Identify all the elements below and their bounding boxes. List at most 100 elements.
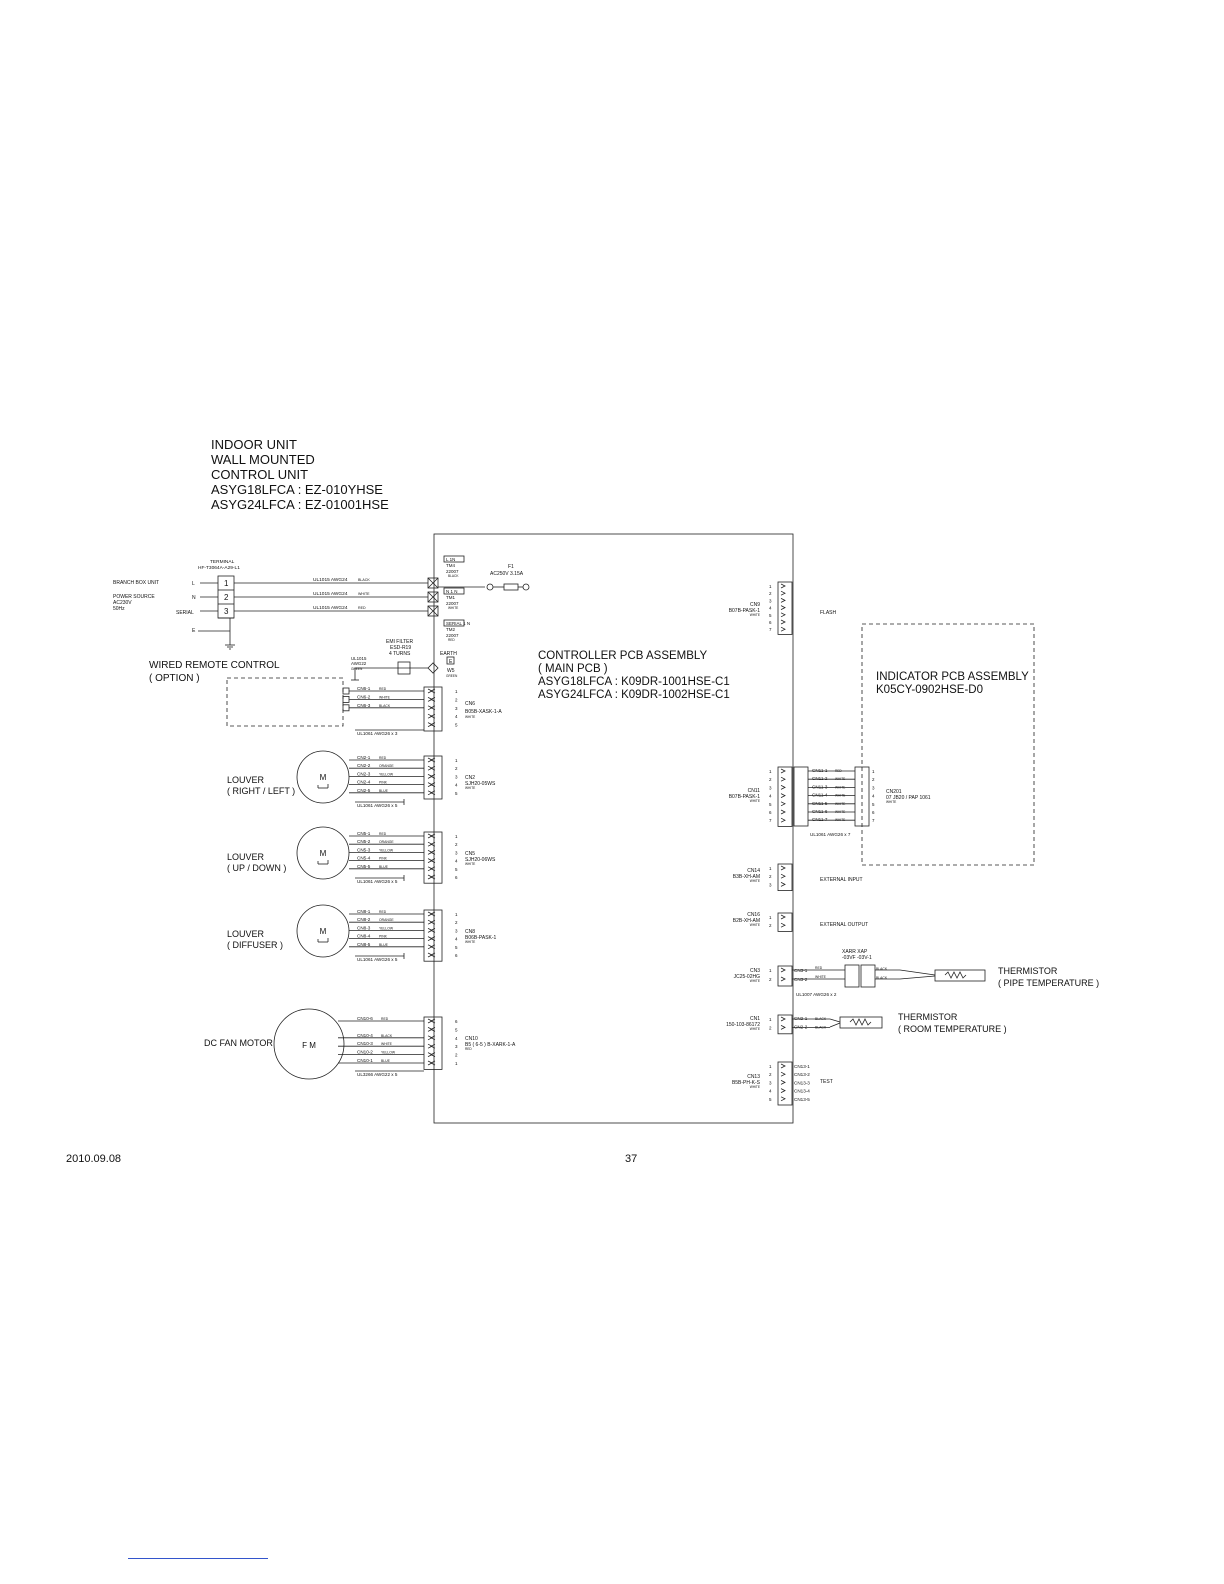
cn13-wire-label: CN13-1 — [794, 1064, 810, 1069]
louver-cn-pin-number: 3 — [455, 928, 458, 933]
terminal-letter-l: L — [192, 581, 195, 587]
cn11-wire-color: RED — [835, 769, 842, 773]
thermistor-symbol — [944, 971, 967, 979]
cn6-color: WHITE — [465, 715, 475, 719]
cn14-pin — [780, 882, 786, 887]
cn3-plug-type: XARR XAP — [842, 949, 868, 955]
louver-wire-color: ORANGE — [379, 918, 394, 922]
tm-name: L 1N — [446, 557, 455, 562]
cn16-pin-number: 1 — [769, 915, 772, 920]
cn201-pin-number: 4 — [872, 794, 875, 799]
louver-cn-pin — [430, 866, 436, 872]
louver-wire-color: PINK — [379, 935, 388, 939]
tm-cross — [427, 591, 439, 603]
cn13-wire-label: CN13-4 — [794, 1089, 810, 1094]
louver-cn-pin-number: 5 — [455, 867, 458, 872]
cn11-wire-color: WHITE — [835, 810, 845, 814]
louver-cn-name: CN5 — [465, 851, 475, 857]
tm-part: 22007 — [446, 601, 459, 606]
louver-wire-label: CN8-3 — [357, 925, 371, 930]
tm-name: SERIAL 1 N — [446, 621, 470, 626]
cn11-wire-color: WHITE — [835, 777, 845, 781]
cn1-color: WHITE — [750, 1027, 760, 1031]
cn10-pin — [430, 1043, 436, 1049]
cn1-wire — [829, 1022, 841, 1028]
cn6-pin — [427, 705, 433, 711]
cn9-flash: FLASH — [820, 610, 837, 616]
cn10-pin — [427, 1052, 433, 1057]
cn16-name: CN16 — [747, 912, 760, 918]
cn13-pin-number: 5 — [769, 1097, 772, 1102]
louver-cn-pin — [427, 928, 433, 933]
title-line: ASYG18LFCA : EZ-010YHSE — [211, 482, 383, 497]
cn16-housing — [777, 912, 793, 932]
louver-wire-label: CN8-2 — [357, 917, 371, 922]
louver-cn-pin-number: 1 — [455, 912, 458, 917]
cn11-pin-number: 6 — [769, 810, 772, 815]
cn13-color: WHITE — [750, 1085, 760, 1089]
cn1-housing — [777, 1014, 793, 1035]
cn10-pin — [430, 1018, 436, 1024]
cn3-cable-label: UL1007 AWG26 x 2 — [796, 992, 837, 997]
cn11-socket — [793, 766, 809, 827]
cn10-part: B5 ( 6-5 ) B-XARK-1-A — [465, 1042, 516, 1048]
earth-wire-type: UL1015 — [351, 656, 367, 661]
indicator-pcb-label: INDICATOR PCB ASSEMBLY K05CY-0902HSE-D0 — [876, 671, 1029, 696]
louver-cn-pin — [430, 858, 436, 863]
tm-label-box — [443, 555, 465, 563]
cn13-wire-label: CN13-5 — [794, 1097, 810, 1102]
cn13-pin-number: 3 — [769, 1080, 772, 1085]
louver-wire-label: CN8-5 — [357, 942, 371, 947]
louver-cn-pin — [427, 944, 433, 950]
earth-wire-color: GREEN — [351, 667, 363, 671]
fuse-terminal — [522, 583, 530, 591]
terminal-number: 2 — [224, 593, 229, 602]
louver-wire-label: CN2-1 — [357, 755, 371, 760]
cn13-pin — [780, 1080, 786, 1085]
tm-id: TM2 — [446, 627, 455, 632]
cn9-pin — [780, 583, 786, 589]
louver-wire-label: CN5-2 — [357, 839, 371, 844]
cn6-pin — [427, 697, 433, 702]
louver-cn-pin — [430, 833, 436, 839]
cn10-pin-number: 6 — [455, 1019, 458, 1024]
louver-cn-housing — [423, 755, 443, 800]
cn9-pin-number: 3 — [769, 598, 772, 603]
louver-cn-pin — [430, 919, 436, 925]
cn9-pin — [780, 612, 786, 618]
cn11-pin-number: 1 — [769, 769, 772, 774]
earth-label: EARTH — [440, 651, 457, 657]
cn14-pin — [780, 873, 786, 879]
cn6-name: CN6 — [465, 701, 475, 707]
louver-wire-color: BLUE — [379, 789, 389, 793]
cn16-pin-number: 2 — [769, 923, 772, 928]
louver-cn-pin — [430, 765, 436, 771]
louver-cn-pin-number: 4 — [455, 937, 458, 942]
louver-ud-label: LOUVER( UP / DOWN ) — [227, 852, 287, 873]
cn11-pin — [780, 801, 786, 807]
louver-wire-label: CN8-1 — [357, 909, 371, 914]
louver-cn-pin-number: 6 — [455, 953, 458, 958]
cn3-wire — [899, 975, 936, 980]
cn6-pin — [430, 705, 436, 711]
footer-date: 2010.09.08 — [66, 1153, 122, 1165]
louver-cn-pin — [430, 841, 436, 847]
louver-cn-pin — [427, 874, 433, 880]
footer-link-underline[interactable] — [128, 1558, 268, 1559]
louver-wire-label: CN2-5 — [357, 788, 371, 793]
earth-connector — [427, 662, 439, 674]
cn6-wire-label: CN6-2 — [357, 694, 371, 699]
cn16-pin — [780, 922, 786, 928]
cn9-name: CN9 — [750, 602, 760, 608]
tm-name: N 1 N — [446, 589, 458, 594]
tm-part: 22007 — [446, 569, 459, 574]
cn10-pin-number: 1 — [455, 1061, 458, 1066]
cn14-housing — [777, 863, 793, 892]
cn11-wire-label: CN11-6 — [812, 809, 828, 814]
cn1-pin — [780, 1025, 786, 1030]
cn13-pin — [780, 1088, 786, 1093]
power-source-label: POWER SOURCE — [113, 594, 155, 600]
cn3-plug — [860, 964, 876, 988]
fuse-rating: AC250V 3.15A — [490, 571, 524, 577]
power-source-voltage: AC230V — [113, 600, 132, 606]
